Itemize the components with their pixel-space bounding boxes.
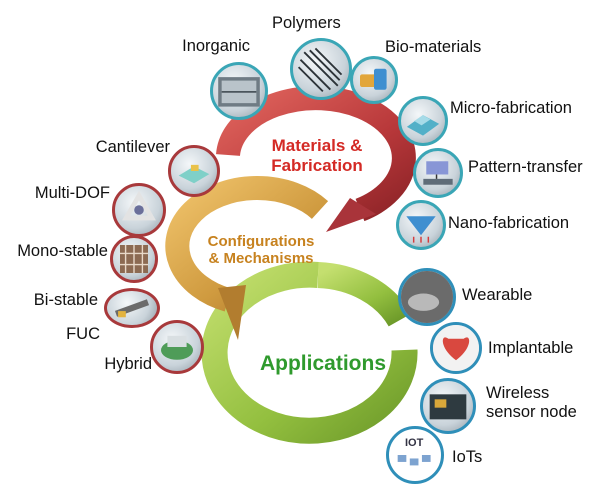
hybrid-icon (161, 335, 193, 360)
mono-stable-icon (120, 245, 148, 273)
configurations-ring (165, 176, 329, 340)
materials-title-line-2: Fabrication (271, 155, 363, 175)
cantilever-icon (178, 164, 210, 184)
mono-stable-label: Mono-stable (17, 242, 108, 260)
polymers-icon (297, 47, 343, 93)
configurations-title-line-2: & Mechanisms (208, 250, 314, 268)
wireless-sensor-node-bubble (420, 378, 476, 434)
wearable-bubble (398, 268, 456, 326)
wireless-sensor-node-icon (429, 394, 467, 420)
pattern-transfer-bubble (413, 148, 463, 198)
inorganic-label: Inorganic (182, 37, 250, 55)
bi-stable-bubble (104, 288, 160, 328)
pattern-transfer-icon (423, 161, 453, 185)
nano-fabrication-bubble (396, 200, 446, 250)
bio-materials-bubble (350, 56, 398, 104)
hybrid-label: Hybrid (104, 355, 152, 373)
iots-icon (397, 455, 431, 466)
configurations-title-line-1: Configurations (207, 233, 315, 250)
wearable-icon (401, 271, 453, 323)
applications-title: Applications (259, 352, 386, 375)
micro-fabrication-bubble (398, 96, 448, 146)
fuc-label: FUC (66, 325, 100, 343)
applications-ring (201, 261, 418, 444)
configurations-arrowhead (218, 285, 246, 340)
bi-stable-icon (114, 299, 150, 318)
implantable-icon (433, 325, 479, 371)
hybrid-bubble (150, 320, 204, 374)
inorganic-bubble (210, 62, 268, 120)
wireless-sensor-node-label-line-1: Wireless (486, 384, 550, 402)
materials-title: Materials & Fabrication (252, 136, 382, 175)
implantable-label: Implantable (488, 339, 574, 357)
materials-title-line-1: Materials & (271, 136, 363, 155)
micro-fabrication-label: Micro-fabrication (450, 99, 572, 117)
wireless-sensor-node-label: Wireless sensor node (486, 384, 577, 422)
cantilever-bubble (168, 145, 220, 197)
multi-dof-label: Multi-DOF (34, 184, 110, 202)
pattern-transfer-label: Pattern-transfer (468, 158, 583, 176)
bio-materials-label: Bio-materials (385, 38, 482, 56)
inorganic-icon (218, 77, 260, 107)
polymers-label: Polymers (272, 14, 341, 32)
multi-dof-icon (122, 190, 156, 221)
materials-ring (216, 86, 416, 232)
multi-dof-bubble (112, 183, 166, 237)
cantilever-label: Cantilever (95, 138, 170, 156)
iots-bubble: IOT (386, 426, 444, 484)
wearable-label: Wearable (462, 286, 533, 304)
wireless-sensor-node-label-line-2: sensor node (486, 402, 577, 421)
iot-badge: IOT (405, 437, 424, 449)
configurations-title: Configurations & Mechanisms (196, 233, 326, 268)
nano-fabrication-label: Nano-fabrication (448, 214, 570, 232)
nano-fabrication-icon (406, 216, 436, 243)
bio-materials-icon (360, 68, 387, 90)
polymers-bubble (290, 38, 352, 100)
materials-arrowhead (326, 198, 376, 232)
micro-fabrication-icon (406, 115, 440, 136)
mono-stable-bubble (110, 235, 158, 283)
iots-label: IoTs (452, 448, 483, 466)
implantable-bubble (430, 322, 482, 374)
bi-stable-label: Bi-stable (33, 291, 98, 309)
